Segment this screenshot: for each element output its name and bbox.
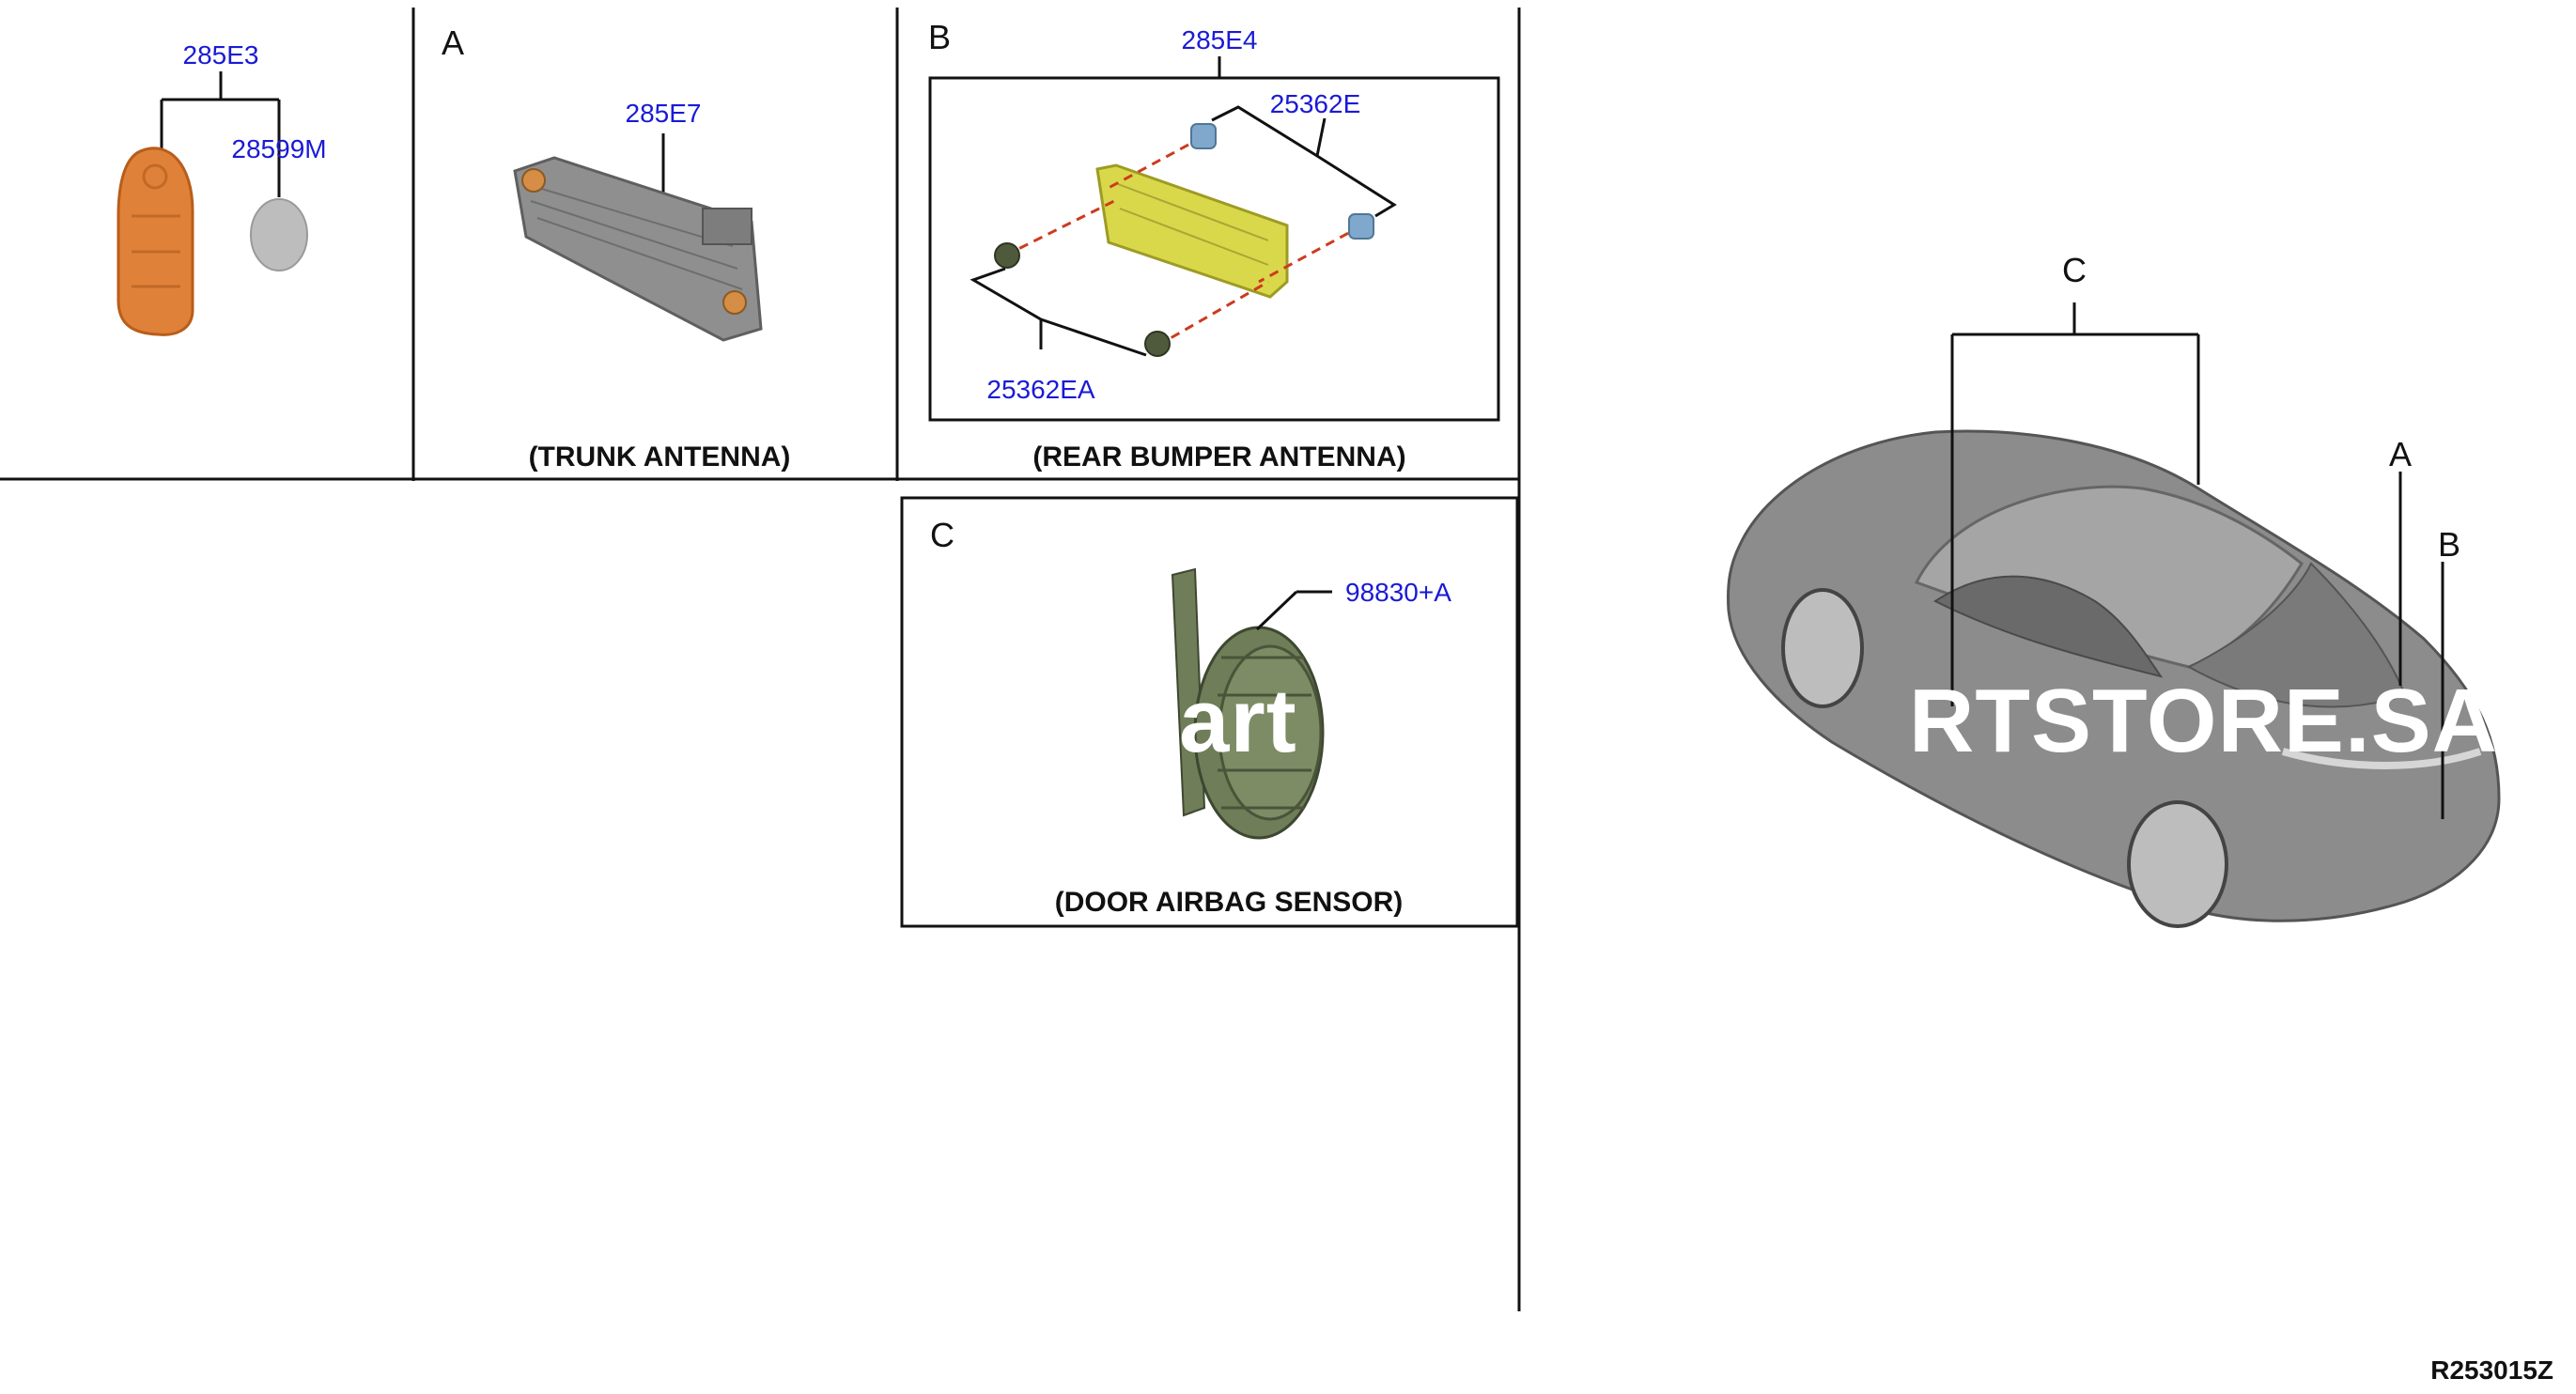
- watermark-left: Part: [1118, 671, 1297, 771]
- car-rear-wheel: [2127, 800, 2228, 928]
- part-code-25362ea: 25362EA: [986, 375, 1095, 404]
- bolt-leader: [970, 267, 1147, 357]
- part-code-285e7: 285E7: [626, 99, 702, 128]
- part-code-28599m: 28599M: [231, 134, 326, 163]
- car-illustration: [1727, 429, 2501, 928]
- bracket-image: [1095, 163, 1289, 299]
- section-label-a: A: [442, 23, 464, 62]
- key-fob-leader: [160, 71, 281, 197]
- part-code-285e4: 285E4: [1182, 25, 1258, 54]
- rear-bumper-frame: [928, 76, 1500, 422]
- car-rear-window: [2186, 562, 2407, 708]
- part-code-98830a: 98830+A: [1345, 578, 1451, 607]
- dashed-leaders: [1004, 135, 1363, 348]
- door-airbag-frame: [900, 496, 1519, 928]
- nut-leader: [1211, 105, 1397, 218]
- sensor-image: [1171, 567, 1325, 840]
- car-callout-b: B: [2438, 525, 2460, 564]
- caption-door-airbag-sensor: (DOOR AIRBAG SENSOR): [1055, 887, 1404, 918]
- nut-images: [1190, 123, 1374, 240]
- car-taillight: [2281, 748, 2482, 769]
- section-label-c: C: [930, 516, 954, 554]
- sensor-leader-1: [1255, 590, 1298, 631]
- car-body: [1727, 429, 2501, 922]
- battery-image: [250, 198, 308, 271]
- car-callout-leaders: [1950, 302, 2444, 819]
- car-side-window: [1933, 575, 2164, 678]
- panel-b-rear-bumper-antenna: B 285E4 25362E 25362EA (: [928, 18, 1500, 472]
- key-fob-image: [116, 147, 194, 336]
- panel-a-trunk-antenna: A 285E7 (TRUNK ANTENNA): [442, 23, 790, 472]
- watermark-right: RTSTORE.SA: [1909, 671, 2498, 771]
- part-code-285e3: 285E3: [183, 40, 259, 70]
- panel-dividers: [0, 8, 1521, 1311]
- caption-trunk-antenna: (TRUNK ANTENNA): [529, 441, 791, 472]
- trunk-antenna-image: [513, 156, 763, 342]
- section-label-b: B: [928, 18, 951, 56]
- bolt-images: [994, 242, 1171, 357]
- part-code-25362e: 25362E: [1270, 89, 1361, 118]
- panel-c-door-airbag-sensor: C 98830+A (DOOR AIRBAG SENSOR): [900, 496, 1519, 928]
- caption-rear-bumper-antenna: (REAR BUMPER ANTENNA): [1032, 441, 1405, 472]
- car-callout-a: A: [2389, 435, 2412, 473]
- key-fob-panel: 285E3 28599M: [116, 40, 327, 336]
- car-callout-c: C: [2062, 251, 2087, 289]
- key-fob-buttons: [132, 163, 180, 288]
- reference-code: R253015Z: [2430, 1355, 2553, 1385]
- car-front-wheel: [1781, 588, 1864, 708]
